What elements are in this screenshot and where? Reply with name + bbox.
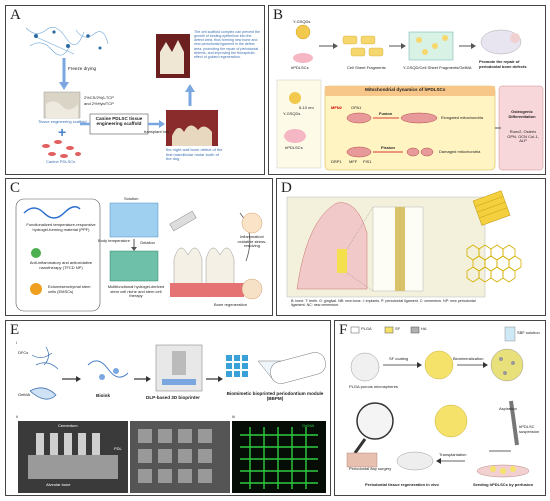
panel-f-graphics xyxy=(346,326,530,478)
inflam-label: Inflammation/ oxidative stress-resolving xyxy=(237,234,267,249)
panel-c: C Functionalized temperature-responsive … xyxy=(5,178,273,316)
freeze-drying-label: Freeze drying xyxy=(68,66,97,71)
sbf-label: SBF solution xyxy=(517,330,540,335)
mff-label: MFF xyxy=(349,159,358,164)
body-temp-label: Body temperature xyxy=(98,238,130,243)
fragments-gelma-label: Y-GSQD/Cell Sheet Fragments/GelMA xyxy=(403,65,472,70)
fusion-label: Fusion xyxy=(379,111,393,116)
elongated-label: Elongated mitochondria xyxy=(441,115,484,120)
panel-b: B Y-GSQDs hPDLSCs xyxy=(268,5,546,175)
panel-e-graphics xyxy=(18,344,326,493)
scaffold-label: Tissue engineering scaffold xyxy=(38,119,87,124)
panel-f: F PLGA SF HA SBF solution SF coating Bio… xyxy=(334,320,546,496)
sf-coating-label: SF coating xyxy=(389,356,409,361)
panel-d-label: D xyxy=(281,180,292,196)
transplant-f-label: Transplantation xyxy=(439,452,467,457)
hpdlscs-label: hPDLSCs xyxy=(291,65,309,70)
invivo-label: Periodontal tissue regeneration in vivo xyxy=(365,482,439,487)
printer-label: DLP-based 3D bioprinter xyxy=(146,395,200,400)
sf-legend: SF xyxy=(395,326,401,331)
plus-sign: + xyxy=(58,124,67,140)
panel-c-graphics xyxy=(15,198,263,312)
suspension-label: hPDLSC suspension xyxy=(519,424,540,434)
panel-d: D B: bone. T: teeth. G: gingival. NB: ne… xyxy=(276,178,546,316)
markers-label: Runx2, Osterix OPN, OCN Col-1, ALP xyxy=(507,129,539,144)
e-iii-label: iii xyxy=(232,414,235,419)
osteo-label: Osteogenic Differentiation xyxy=(508,109,536,119)
panel-e: E i xyxy=(5,320,331,496)
emsc-label: Ectomesenchymal stem cells (EMSCs) xyxy=(48,284,91,294)
ha-legend: HA xyxy=(421,326,427,331)
scaffold-note: The cell scaffold complex can prevent th… xyxy=(194,30,261,59)
transplant-label: transplant into xyxy=(144,129,170,134)
gelma-label: GelMA xyxy=(18,392,31,397)
y-gsqds-label: Y-GSQDs xyxy=(293,19,311,24)
microspheres-label: PLGA porous microspheres xyxy=(349,384,398,389)
y-gsqds-label-2: Y-GSQDs xyxy=(283,111,301,116)
surgery-label: Periodontal flap surgery xyxy=(349,466,392,471)
niche-label: Multifunctional hydrogel-derived stem ce… xyxy=(107,284,165,299)
panel-a-label: A xyxy=(10,7,21,23)
seeding-label: Seeding hPDLSCs by perfusion xyxy=(473,482,534,487)
panel-d-graphics xyxy=(286,190,522,298)
panel-f-label: F xyxy=(339,322,348,338)
mito-dynamics-title: Mitochondrial dynamics of hPDLSCs xyxy=(365,87,446,92)
mfn2-label: MFN2 xyxy=(331,105,342,110)
panel-e-label: E xyxy=(10,322,20,338)
pdl-label: PDL xyxy=(114,446,122,451)
material-label-2: and 2%Hyb/TCP xyxy=(84,101,114,106)
plga-legend: PLGA xyxy=(361,326,372,331)
bioink-label: Bioink xyxy=(96,393,111,398)
opa1-label: OPA1 xyxy=(351,105,362,110)
gelation-label: Gelation xyxy=(140,240,155,245)
material-label-1: 2%CS/2%β-TCP xyxy=(84,95,114,100)
panel-a: A F xyxy=(5,5,265,175)
e-ii-label: ii xyxy=(16,414,18,419)
panel-b-label: B xyxy=(273,7,284,23)
bbpm-label: Biomimetic bioprinted periodontium modul… xyxy=(226,391,324,402)
fission-label: Fission xyxy=(381,145,396,150)
panel-c-label: C xyxy=(10,180,21,196)
dfcs-label: DFCs xyxy=(18,350,29,355)
solution-label: Solution xyxy=(124,196,139,201)
gelma-green-label: GelMA xyxy=(302,423,315,428)
alveolar-label: Alveolar bone xyxy=(46,482,71,487)
drp1-label: DRP1 xyxy=(331,159,342,164)
biomin-label: Biomineralization xyxy=(453,356,484,361)
cementum-label: Cementum xyxy=(58,423,78,428)
bone-regen-label: Bone regeneration xyxy=(214,302,247,307)
defect-label: the night wall bone defect of the first … xyxy=(166,147,223,162)
hpdlscs-label-2: hPDLSCs xyxy=(285,145,303,150)
cells-label: Canine PDLSCs xyxy=(46,159,76,164)
e-i-label: i xyxy=(16,340,17,345)
panel-a-graphics xyxy=(25,27,218,158)
center-title: Canine PDLSC tissue engineering scaffold xyxy=(95,116,143,127)
tfcd-label: Anti-inflammatory and antioxidative nano… xyxy=(29,260,93,270)
aspiration-label: Aspiration xyxy=(499,406,517,411)
size-label: 5-10 nm xyxy=(299,105,314,110)
promote-repair-label: Promote the repair of periodontal bone d… xyxy=(479,59,527,69)
panel-b-graphics xyxy=(276,24,544,171)
d-caption: B: bone. T: teeth. G: gingival. NB: new … xyxy=(291,299,476,308)
cell-sheet-fragments-label: Cell Sheet Fragments xyxy=(347,65,386,70)
fis1-label: FIS1 xyxy=(363,159,372,164)
damaged-label: Damaged mitochondria xyxy=(439,149,481,154)
ppf-label: Functionalized temperature-responsive hy… xyxy=(26,222,96,232)
